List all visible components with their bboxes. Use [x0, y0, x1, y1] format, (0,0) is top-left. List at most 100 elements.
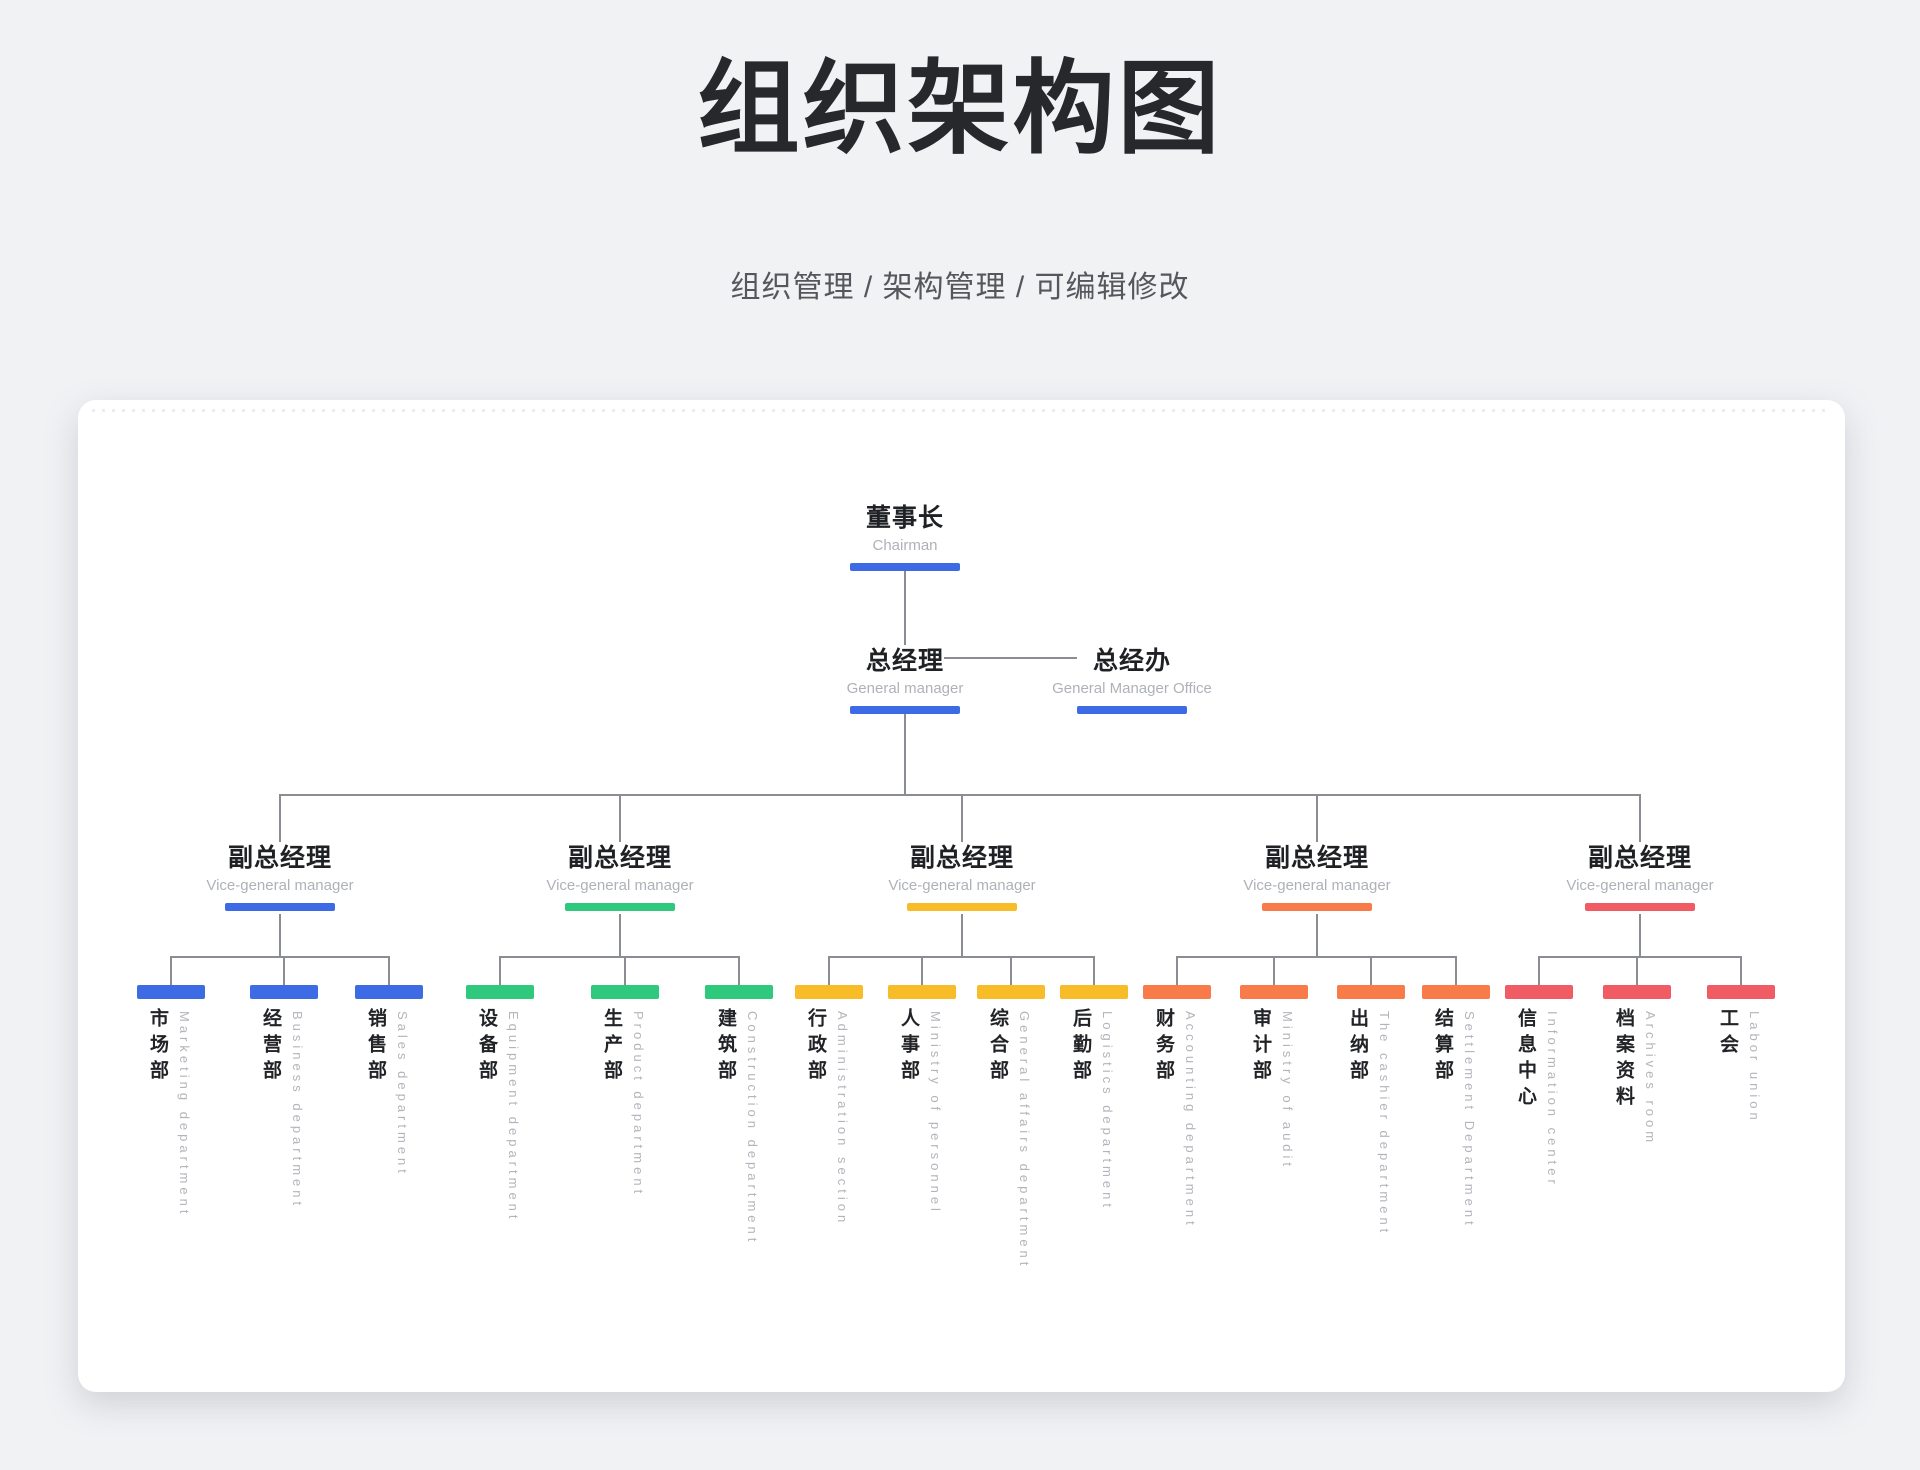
connector-line [944, 657, 1077, 659]
connector-line [1538, 956, 1540, 985]
connector-line [499, 956, 501, 985]
dept-name-en: Marketing department [177, 1011, 192, 1218]
connector-line [279, 795, 281, 842]
node-underline-bar [225, 903, 335, 911]
node-subtitle: Vice-general manager [206, 877, 354, 894]
card-dotted-line [92, 409, 1831, 412]
connector-line [1455, 956, 1457, 985]
connector-line [388, 956, 390, 985]
dept-bar [591, 985, 659, 999]
dept-name: 财务部 [1153, 1008, 1174, 1086]
connector-line [1273, 956, 1275, 985]
node-subtitle: General Manager Office [1052, 680, 1212, 697]
dept-name-en: Equipment department [506, 1011, 521, 1223]
connector-line [921, 956, 923, 985]
node-title: 副总经理 [1587, 844, 1692, 872]
connector-line [1093, 956, 1095, 985]
connector-line [279, 914, 281, 956]
dept-name: 销售部 [365, 1008, 386, 1086]
connector-line [1370, 956, 1372, 985]
dept-name-en: Sales department [395, 1011, 410, 1177]
dept-name: 综合部 [987, 1008, 1008, 1086]
dept-name: 后勤部 [1070, 1008, 1091, 1086]
org-node-vice-manager-4: 副总经理 Vice-general manager [1207, 842, 1427, 911]
connector-line [170, 956, 390, 958]
dept-name: 设备部 [476, 1008, 497, 1086]
dept-name-en: Construction department [745, 1011, 760, 1246]
dept-name-en: General affairs department [1017, 1011, 1032, 1270]
node-underline-bar [850, 706, 960, 714]
node-underline-bar [1262, 903, 1372, 911]
dept-name-en: Business department [290, 1011, 305, 1210]
connector-line [1176, 956, 1457, 958]
connector-line [283, 956, 285, 985]
org-node-vice-manager-3: 副总经理 Vice-general manager [852, 842, 1072, 911]
page-subtitle: 组织管理 / 架构管理 / 可编辑修改 [730, 271, 1190, 304]
node-subtitle: General manager [846, 680, 964, 697]
connector-line [1010, 956, 1012, 985]
node-underline-bar [850, 563, 960, 571]
node-subtitle: Chairman [872, 537, 938, 554]
dept-name-en: Information center [1545, 1011, 1560, 1188]
dept-name-en: Ministry of personnel [928, 1011, 943, 1215]
node-subtitle: Vice-general manager [888, 877, 1036, 894]
dept-bar [1707, 985, 1775, 999]
dept-bar [1422, 985, 1490, 999]
node-underline-bar [907, 903, 1017, 911]
dept-name-en: Product department [631, 1011, 646, 1198]
dept-bar [1505, 985, 1573, 999]
dept-bar [977, 985, 1045, 999]
dept-name: 行政部 [805, 1008, 826, 1086]
dept-name-en: Accounting department [1183, 1011, 1198, 1229]
dept-name-en: Labor union [1747, 1011, 1762, 1124]
dept-name: 人事部 [898, 1008, 919, 1086]
connector-line [961, 795, 963, 842]
connector-line [1538, 956, 1742, 958]
node-title: 副总经理 [227, 844, 332, 872]
dept-name: 出纳部 [1347, 1008, 1368, 1086]
node-subtitle: Vice-general manager [1243, 877, 1391, 894]
dept-name: 建筑部 [715, 1008, 736, 1086]
org-node-general-manager: 总经理 General manager [795, 645, 1015, 714]
dept-name-en: The cashier department [1377, 1011, 1392, 1237]
node-subtitle: Vice-general manager [546, 877, 694, 894]
connector-line [828, 956, 830, 985]
dept-name: 审计部 [1250, 1008, 1271, 1086]
dept-name: 市场部 [147, 1008, 168, 1086]
dept-name-en: Ministry of audit [1280, 1011, 1295, 1171]
connector-line [961, 914, 963, 956]
org-node-chairman: 董事长 Chairman [795, 502, 1015, 571]
node-title: 董事长 [865, 504, 944, 532]
dept-bar [250, 985, 318, 999]
node-title: 副总经理 [909, 844, 1014, 872]
dept-bar [795, 985, 863, 999]
connector-line [499, 956, 740, 958]
dept-bar [1240, 985, 1308, 999]
connector-line [904, 571, 906, 645]
node-title: 总经理 [865, 647, 944, 675]
dept-bar [1337, 985, 1405, 999]
org-chart-card[interactable] [78, 400, 1845, 1392]
dept-name: 信息中心 [1515, 1008, 1536, 1112]
connector-line [1316, 795, 1318, 842]
dept-name-en: Settlement Department [1462, 1011, 1477, 1229]
connector-line [279, 794, 1641, 796]
dept-bar [1143, 985, 1211, 999]
dept-bar [888, 985, 956, 999]
node-title: 副总经理 [567, 844, 672, 872]
connector-line [619, 914, 621, 956]
connector-line [1639, 914, 1641, 956]
node-underline-bar [1077, 706, 1187, 714]
node-title: 副总经理 [1264, 844, 1369, 872]
dept-bar [705, 985, 773, 999]
dept-bar [466, 985, 534, 999]
page-title: 组织架构图 [697, 52, 1223, 166]
dept-name-en: Administration section [835, 1011, 850, 1227]
dept-bar [137, 985, 205, 999]
dept-name: 档案资料 [1613, 1008, 1634, 1112]
dept-name-en: Archives room [1643, 1011, 1658, 1147]
org-node-vice-manager-1: 副总经理 Vice-general manager [170, 842, 390, 911]
